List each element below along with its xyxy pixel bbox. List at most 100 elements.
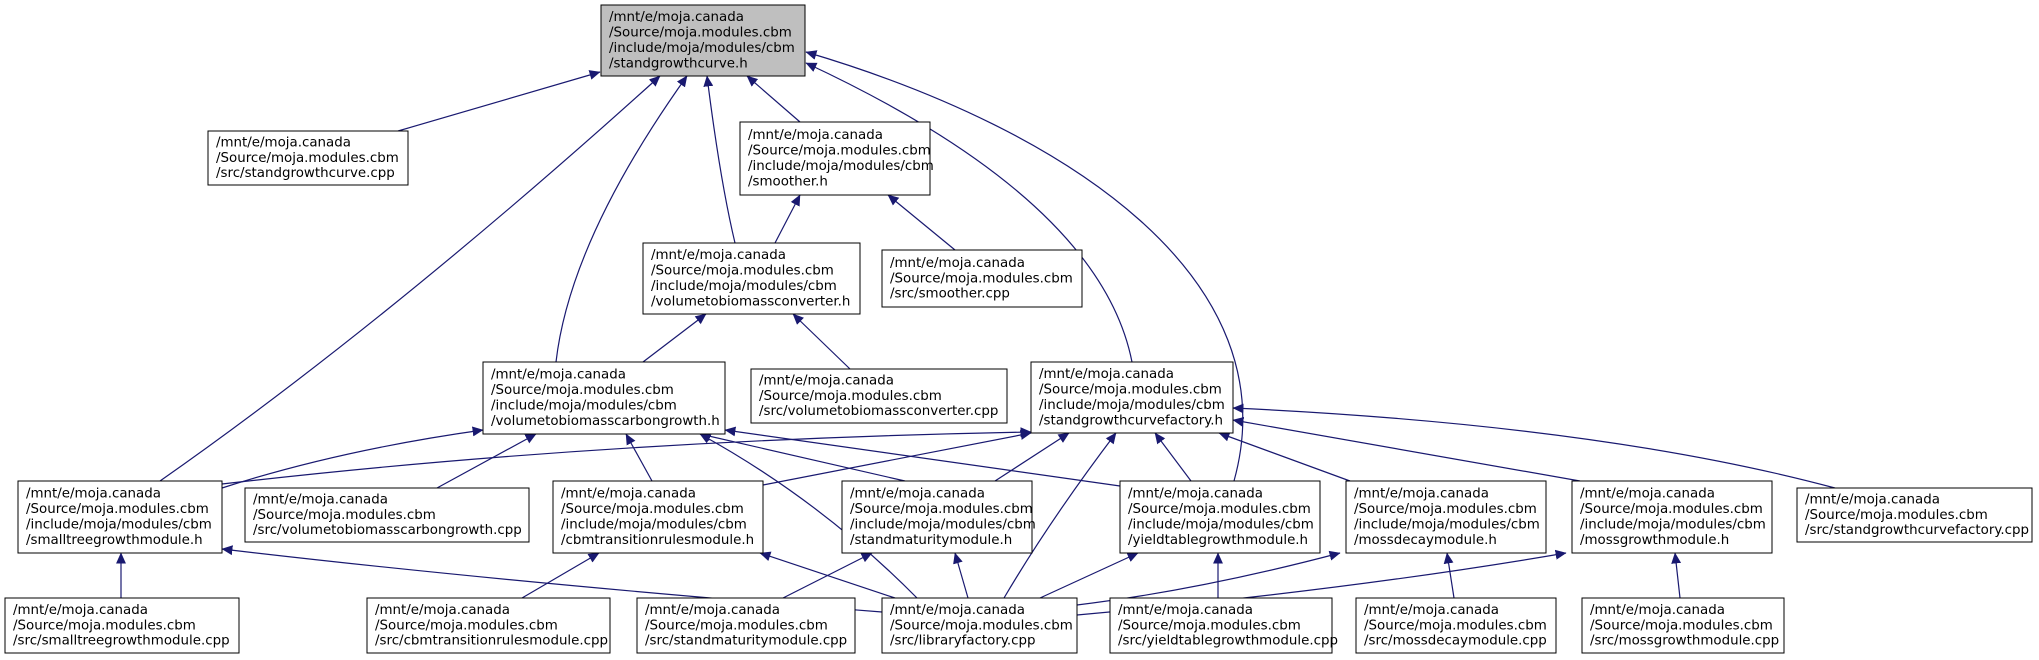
edge-smoother_h-to-standgrowthcurve_h	[746, 75, 801, 123]
file-node-label-line: /Source/moja.modules.cbm	[253, 508, 436, 523]
edge-mossgrowthmodule_cpp-to-mossgrowthmodule_h	[1671, 552, 1682, 599]
file-node-box	[881, 597, 1078, 654]
file-node-label-line: /Source/moja.modules.cbm	[1580, 502, 1763, 517]
file-node-label-line: /include/moja/modules/cbm	[561, 518, 747, 533]
edge-yieldtablegrowthmodule_h-to-standgrowthcurve_h	[805, 50, 1244, 482]
file-node-label-line: /mnt/e/moja.canada	[645, 603, 780, 618]
file-node-label-line: /mnt/e/moja.canada	[850, 487, 985, 502]
file-node-box	[482, 361, 726, 435]
file-node-box	[1345, 480, 1547, 554]
file-node-label-line: /Source/moja.modules.cbm	[609, 26, 792, 41]
file-node-label-line: /smoother.h	[748, 174, 828, 189]
edge-cbmtransitionrulesmodule_h-to-volumetobiomasscarbongrowth_h	[625, 433, 653, 482]
file-node-cbmtransitionrulesmodule_h[interactable]: /mnt/e/moja.canada/Source/moja.modules.c…	[552, 480, 764, 554]
file-node-label-line: /mnt/e/moja.canada	[561, 487, 696, 502]
edge-volumetobiomassconverter_h-to-smoother_h	[774, 194, 801, 244]
file-node-label-line: /Source/moja.modules.cbm	[651, 264, 834, 279]
file-node-label-line: /include/moja/modules/cbm	[491, 399, 677, 414]
file-node-volumetobiomasscarbongrowth_h[interactable]: /mnt/e/moja.canada/Source/moja.modules.c…	[482, 361, 726, 435]
file-node-label-line: /src/standgrowthcurve.cpp	[216, 166, 395, 181]
file-node-box	[366, 597, 611, 654]
edge-libraryfactory_cpp-to-mossdecaymodule_h	[1076, 550, 1341, 606]
edge-standgrowthcurve_cpp-to-standgrowthcurve_h	[397, 70, 601, 132]
file-node-label-line: /Source/moja.modules.cbm	[890, 271, 1073, 286]
file-node-cbmtransitionrulesmodule_cpp[interactable]: /mnt/e/moja.canada/Source/moja.modules.c…	[366, 597, 611, 654]
file-node-label-line: /yieldtablegrowthmodule.h	[1128, 533, 1308, 548]
edge-volumetobiomassconverter_cpp-to-volumetobiomassconverter_h	[792, 313, 851, 370]
file-node-mossdecaymodule_h[interactable]: /mnt/e/moja.canada/Source/moja.modules.c…	[1345, 480, 1547, 554]
file-node-label-line: /Source/moja.modules.cbm	[645, 618, 828, 633]
file-node-label-line: /Source/moja.modules.cbm	[1805, 508, 1988, 523]
file-node-smalltreegrowthmodule_cpp[interactable]: /mnt/e/moja.canada/Source/moja.modules.c…	[4, 597, 240, 654]
file-node-yieldtablegrowthmodule_cpp[interactable]: /mnt/e/moja.canada/Source/moja.modules.c…	[1109, 597, 1338, 654]
file-node-label-line: /mnt/e/moja.canada	[1805, 492, 1940, 507]
file-node-label-line: /Source/moja.modules.cbm	[1590, 618, 1773, 633]
file-node-standmaturitymodule_h[interactable]: /mnt/e/moja.canada/Source/moja.modules.c…	[841, 480, 1036, 554]
file-node-label-line: /src/standgrowthcurvefactory.cpp	[1805, 523, 2029, 538]
file-node-label-line: /include/moja/modules/cbm	[850, 518, 1036, 533]
file-node-standgrowthcurve_cpp[interactable]: /mnt/e/moja.canada/Source/moja.modules.c…	[207, 130, 409, 186]
file-node-mossgrowthmodule_h[interactable]: /mnt/e/moja.canada/Source/moja.modules.c…	[1571, 480, 1773, 554]
file-node-label-line: /standmaturitymodule.h	[850, 533, 1012, 548]
file-node-smalltreegrowthmodule_h[interactable]: /mnt/e/moja.canada/Source/moja.modules.c…	[17, 480, 223, 554]
file-node-label-line: /src/smoother.cpp	[890, 287, 1010, 302]
file-node-volumetobiomassconverter_h[interactable]: /mnt/e/moja.canada/Source/moja.modules.c…	[642, 242, 861, 315]
file-node-mossgrowthmodule_cpp[interactable]: /mnt/e/moja.canada/Source/moja.modules.c…	[1581, 597, 1785, 654]
file-node-label-line: /mnt/e/moja.canada	[1128, 487, 1263, 502]
file-node-label-line: /Source/moja.modules.cbm	[13, 618, 196, 633]
file-node-label-line: /volumetobiomasscarbongrowth.h	[491, 414, 720, 429]
file-node-label-line: /Source/moja.modules.cbm	[1364, 618, 1547, 633]
file-node-volumetobiomasscarbongrowth_cpp[interactable]: /mnt/e/moja.canada/Source/moja.modules.c…	[244, 487, 530, 543]
file-node-standgrowthcurvefactory_cpp[interactable]: /mnt/e/moja.canada/Source/moja.modules.c…	[1796, 487, 2033, 543]
file-node-standgrowthcurve_h[interactable]: /mnt/e/moja.canada/Source/moja.modules.c…	[600, 4, 806, 77]
edge-volumetobiomasscarbongrowth_cpp-to-volumetobiomasscarbongrowth_h	[436, 433, 537, 489]
file-node-label-line: /Source/moja.modules.cbm	[216, 151, 399, 166]
edge-volumetobiomasscarbongrowth_h-to-volumetobiomassconverter_h	[642, 313, 707, 363]
edge-libraryfactory_cpp-to-volumetobiomasscarbongrowth_h	[699, 433, 918, 599]
file-node-label-line: /standgrowthcurve.h	[609, 56, 748, 71]
file-node-standgrowthcurvefactory_h[interactable]: /mnt/e/moja.canada/Source/moja.modules.c…	[1030, 361, 1234, 434]
file-node-label-line: /src/yieldtablegrowthmodule.cpp	[1118, 634, 1338, 649]
file-node-label-line: /standgrowthcurvefactory.h	[1039, 413, 1223, 428]
file-node-label-line: /Source/moja.modules.cbm	[375, 618, 558, 633]
file-node-yieldtablegrowthmodule_h[interactable]: /mnt/e/moja.canada/Source/moja.modules.c…	[1119, 480, 1321, 554]
file-node-label-line: /Source/moja.modules.cbm	[890, 618, 1073, 633]
edge-smalltreegrowthmodule_h-to-standgrowthcurvefactory_h	[221, 427, 1032, 485]
file-node-label-line: /Source/moja.modules.cbm	[26, 502, 209, 517]
file-node-label-line: /src/volumetobiomasscarbongrowth.cpp	[253, 523, 522, 538]
file-node-label-line: /mnt/e/moja.canada	[759, 373, 894, 388]
file-node-label-line: /mnt/e/moja.canada	[890, 256, 1025, 271]
edge-smoother_cpp-to-smoother_h	[887, 194, 956, 251]
file-node-mossdecaymodule_cpp[interactable]: /mnt/e/moja.canada/Source/moja.modules.c…	[1355, 597, 1557, 654]
edge-libraryfactory_cpp-to-standgrowthcurvefactory_h	[1003, 432, 1117, 599]
edge-mossdecaymodule_h-to-standgrowthcurvefactory_h	[1218, 431, 1351, 482]
file-node-label-line: /Source/moja.modules.cbm	[491, 383, 674, 398]
file-node-volumetobiomassconverter_cpp[interactable]: /mnt/e/moja.canada/Source/moja.modules.c…	[750, 368, 1008, 424]
file-node-label-line: /mnt/e/moja.canada	[1118, 603, 1253, 618]
file-node-label-line: /Source/moja.modules.cbm	[1128, 502, 1311, 517]
edge-cbmtransitionrulesmodule_h-to-standgrowthcurvefactory_h	[762, 430, 1032, 486]
file-node-label-line: /include/moja/modules/cbm	[1354, 518, 1540, 533]
edge-volumetobiomasscarbongrowth_h-to-standgrowthcurve_h	[555, 75, 688, 363]
file-node-smoother_h[interactable]: /mnt/e/moja.canada/Source/moja.modules.c…	[739, 121, 934, 196]
file-node-label-line: /include/moja/modules/cbm	[651, 279, 837, 294]
edge-cbmtransitionrulesmodule_cpp-to-cbmtransitionrulesmodule_h	[521, 552, 600, 599]
file-node-label-line: /mnt/e/moja.canada	[609, 10, 744, 25]
file-node-standmaturitymodule_cpp[interactable]: /mnt/e/moja.canada/Source/moja.modules.c…	[636, 597, 856, 654]
file-node-label-line: /include/moja/modules/cbm	[1128, 518, 1314, 533]
file-node-smoother_cpp[interactable]: /mnt/e/moja.canada/Source/moja.modules.c…	[881, 249, 1083, 308]
file-node-label-line: /src/libraryfactory.cpp	[890, 634, 1036, 649]
file-node-label-line: /Source/moja.modules.cbm	[1118, 618, 1301, 633]
edge-volumetobiomassconverter_h-to-standgrowthcurve_h	[703, 75, 736, 244]
file-node-label-line: /cbmtransitionrulesmodule.h	[561, 533, 754, 548]
file-node-label-line: /mnt/e/moja.canada	[1590, 603, 1725, 618]
file-node-label-line: /include/moja/modules/cbm	[26, 518, 212, 533]
file-node-box	[636, 597, 856, 654]
edge-standgrowthcurvefactory_cpp-to-standgrowthcurvefactory_h	[1232, 403, 1836, 489]
file-node-box	[1119, 480, 1321, 554]
file-node-label-line: /Source/moja.modules.cbm	[759, 389, 942, 404]
file-node-label-line: /mossgrowthmodule.h	[1580, 533, 1729, 548]
file-node-box	[1030, 361, 1234, 434]
file-node-label-line: /mnt/e/moja.canada	[375, 603, 510, 618]
file-node-libraryfactory_cpp[interactable]: /mnt/e/moja.canada/Source/moja.modules.c…	[881, 597, 1078, 654]
